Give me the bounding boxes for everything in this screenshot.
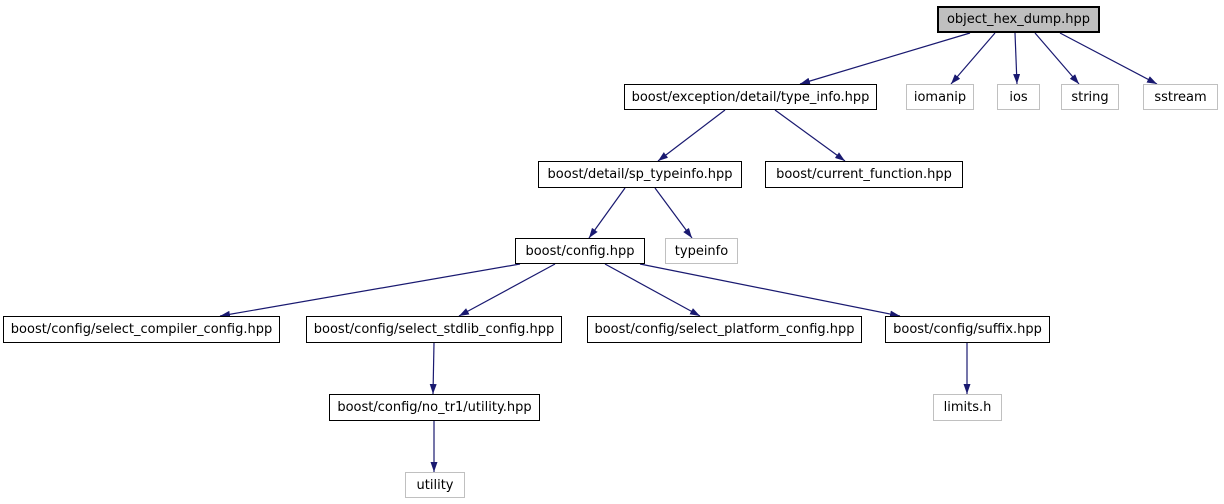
graph-node-suffix-hpp[interactable]: boost/config/suffix.hpp: [885, 316, 1050, 343]
graph-node-utility: utility: [405, 472, 465, 498]
edge-object-hex-dump-hpp-to-ios: [1013, 32, 1021, 85]
graph-node-typeinfo: typeinfo: [665, 238, 738, 264]
edge-config-hpp-to-suffix-hpp: [639, 263, 901, 318]
edge-config-hpp-to-select-compiler-config-hpp: [219, 263, 521, 318]
edge-select-stdlib-config-hpp-to-no-tr1-utility-hpp: [429, 342, 437, 395]
graph-node-current-function-hpp[interactable]: boost/current_function.hpp: [765, 161, 963, 188]
graph-node-select-stdlib-config-hpp[interactable]: boost/config/select_stdlib_config.hpp: [306, 316, 562, 343]
edge-object-hex-dump-hpp-to-string: [1034, 32, 1080, 85]
graph-node-config-hpp[interactable]: boost/config.hpp: [515, 238, 645, 264]
graph-node-select-platform-config-hpp[interactable]: boost/config/select_platform_config.hpp: [587, 316, 862, 343]
graph-node-type-info-hpp[interactable]: boost/exception/detail/type_info.hpp: [624, 84, 877, 110]
graph-node-no-tr1-utility-hpp[interactable]: boost/config/no_tr1/utility.hpp: [329, 394, 540, 421]
graph-node-limits-h: limits.h: [933, 394, 1002, 421]
graph-node-select-compiler-config-hpp[interactable]: boost/config/select_compiler_config.hpp: [3, 316, 280, 343]
graph-node-iomanip: iomanip: [906, 84, 974, 110]
edge-object-hex-dump-hpp-to-sstream: [1059, 32, 1158, 85]
edge-type-info-hpp-to-current-function-hpp: [774, 109, 846, 162]
edge-object-hex-dump-hpp-to-type-info-hpp: [799, 32, 971, 85]
graph-node-sstream: sstream: [1143, 84, 1218, 110]
edge-object-hex-dump-hpp-to-iomanip: [950, 32, 996, 85]
edge-sp-typeinfo-hpp-to-config-hpp: [588, 187, 626, 239]
graph-node-object-hex-dump-hpp: object_hex_dump.hpp: [937, 6, 1100, 33]
graph-node-ios: ios: [997, 84, 1040, 110]
edge-type-info-hpp-to-sp-typeinfo-hpp: [657, 109, 726, 162]
edge-sp-typeinfo-hpp-to-typeinfo: [654, 187, 693, 239]
edge-config-hpp-to-select-platform-config-hpp: [604, 263, 701, 317]
graph-node-string: string: [1061, 84, 1119, 110]
graph-node-sp-typeinfo-hpp[interactable]: boost/detail/sp_typeinfo.hpp: [538, 161, 742, 188]
edge-config-hpp-to-select-stdlib-config-hpp: [458, 263, 556, 317]
